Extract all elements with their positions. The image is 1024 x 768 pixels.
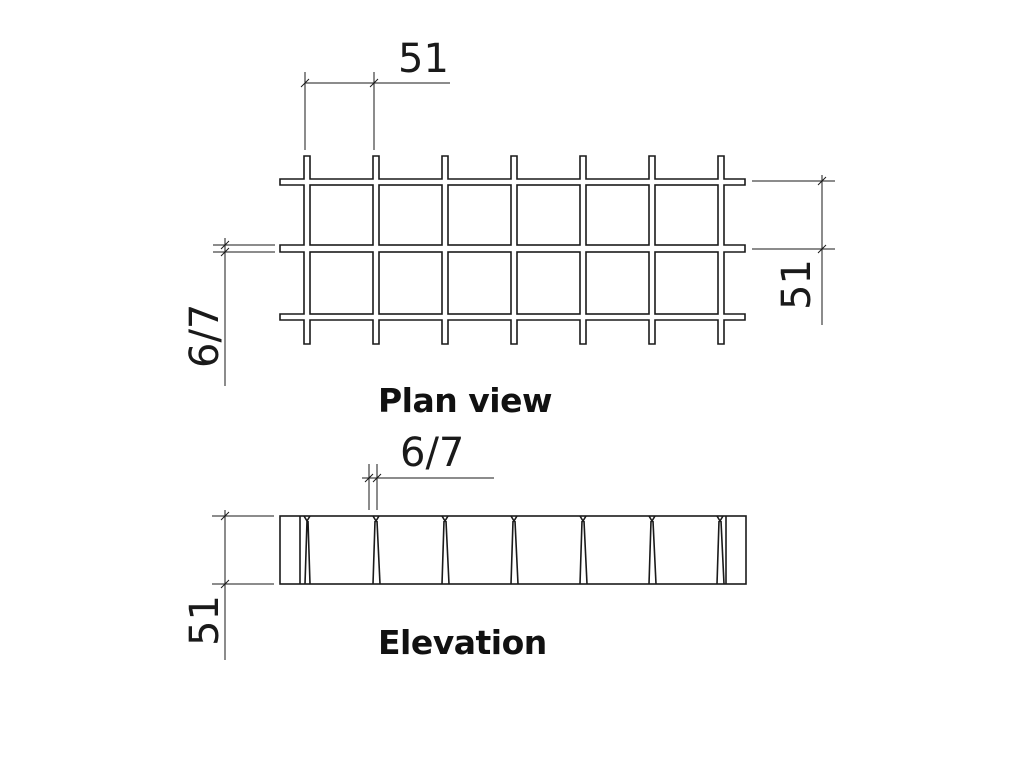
plan-opening bbox=[378, 251, 443, 315]
dim-panel-pitch: 51 bbox=[752, 175, 835, 325]
plan-opening bbox=[378, 184, 443, 246]
plan-opening bbox=[309, 251, 374, 315]
elevation-outline bbox=[279, 515, 747, 585]
dim-elevation-bar-width: 6/7 bbox=[362, 430, 494, 510]
elevation-view: 6/7 51 Elevation bbox=[182, 430, 747, 662]
plan-opening bbox=[516, 184, 581, 246]
elevation-title: Elevation bbox=[378, 623, 547, 662]
plan-opening bbox=[447, 184, 512, 246]
plan-opening bbox=[447, 251, 512, 315]
plan-grid bbox=[279, 155, 746, 345]
plan-view: 51 6/7 51 Plan view bbox=[182, 36, 835, 420]
dim-plan-bar-width-label: 6/7 bbox=[182, 304, 228, 368]
plan-opening bbox=[654, 251, 719, 315]
elevation-bars bbox=[299, 515, 727, 585]
plan-opening bbox=[309, 184, 374, 246]
plan-opening bbox=[654, 184, 719, 246]
dim-elevation-height: 51 bbox=[182, 510, 274, 660]
dim-mesh-pitch: 51 bbox=[300, 36, 450, 150]
plan-opening bbox=[585, 184, 650, 246]
dim-plan-bar-width: 6/7 bbox=[182, 238, 275, 386]
dim-panel-pitch-label: 51 bbox=[774, 259, 820, 310]
dim-elevation-height-label: 51 bbox=[182, 595, 228, 646]
plan-opening bbox=[516, 251, 581, 315]
plan-opening bbox=[585, 251, 650, 315]
plan-grid-outline bbox=[279, 155, 746, 345]
dim-mesh-pitch-label: 51 bbox=[398, 36, 449, 82]
dim-elevation-bar-width-label: 6/7 bbox=[400, 430, 464, 476]
plan-view-title: Plan view bbox=[378, 381, 552, 420]
